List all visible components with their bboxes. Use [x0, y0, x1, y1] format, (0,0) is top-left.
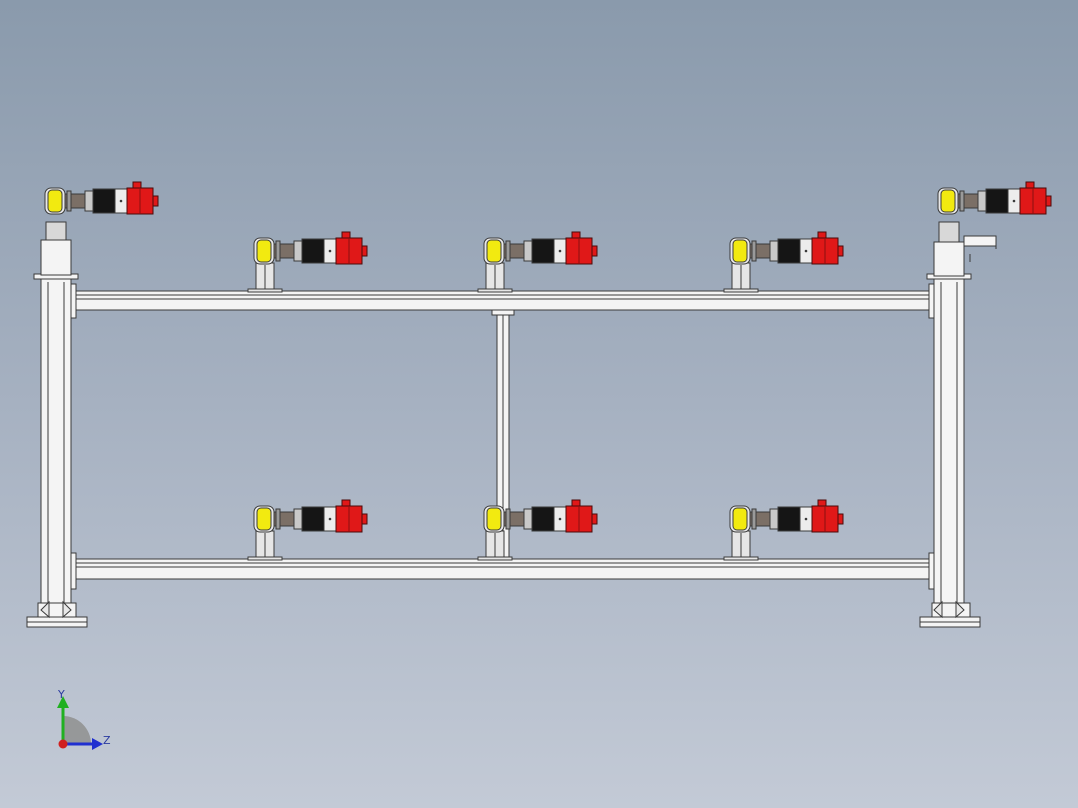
- motor-unit: [44, 181, 159, 215]
- motor-unit: [723, 231, 844, 293]
- left-post: [26, 221, 88, 628]
- axis-z-label: Z: [103, 734, 111, 747]
- motor-unit: [477, 231, 598, 293]
- motor-units: [44, 181, 1052, 561]
- upper-beam: [70, 283, 935, 319]
- motor-unit: [477, 499, 598, 561]
- motor-unit: [723, 499, 844, 561]
- motor-unit: [247, 231, 368, 293]
- motor-unit: [247, 499, 368, 561]
- right-post: [919, 221, 997, 628]
- axis-y-label: Y: [57, 688, 65, 701]
- axis-triad: Y Z: [57, 688, 111, 750]
- motor-unit: [937, 181, 1052, 215]
